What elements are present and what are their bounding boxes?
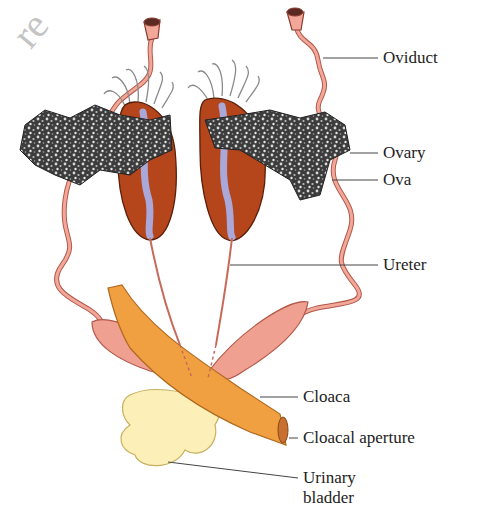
ovary [20, 105, 172, 185]
leader-line [289, 438, 298, 439]
part-label: Urinary bladder [303, 468, 385, 507]
leader-line [323, 58, 378, 59]
ovaries [20, 105, 350, 200]
ureter-inside-cloaca [180, 345, 216, 378]
leader-line [332, 180, 378, 181]
fat-body [104, 60, 259, 108]
part-label: Cloacal aperture [303, 428, 415, 448]
cloaca [108, 285, 286, 445]
oviduct-opening [287, 8, 303, 16]
ovary [205, 110, 350, 200]
leader-line [230, 265, 378, 266]
leader-line [350, 153, 378, 154]
ureters [150, 238, 232, 345]
leader-line [260, 397, 298, 398]
part-label: Ovary [383, 143, 425, 163]
fat-body-lobes [188, 60, 259, 102]
part-label: Oviduct [383, 48, 438, 68]
ureter [180, 345, 192, 378]
part-label: Ureter [383, 255, 426, 275]
cloacal-aperture [278, 417, 288, 443]
ovisac [208, 302, 308, 381]
oviduct-opening [144, 18, 160, 26]
ureter [216, 238, 232, 345]
leader-lines [168, 58, 378, 478]
watermark: re [3, 3, 58, 56]
part-label: Cloaca [303, 387, 350, 407]
ureter [208, 345, 216, 378]
leader-line [168, 462, 298, 478]
part-label: Ova [383, 170, 411, 190]
